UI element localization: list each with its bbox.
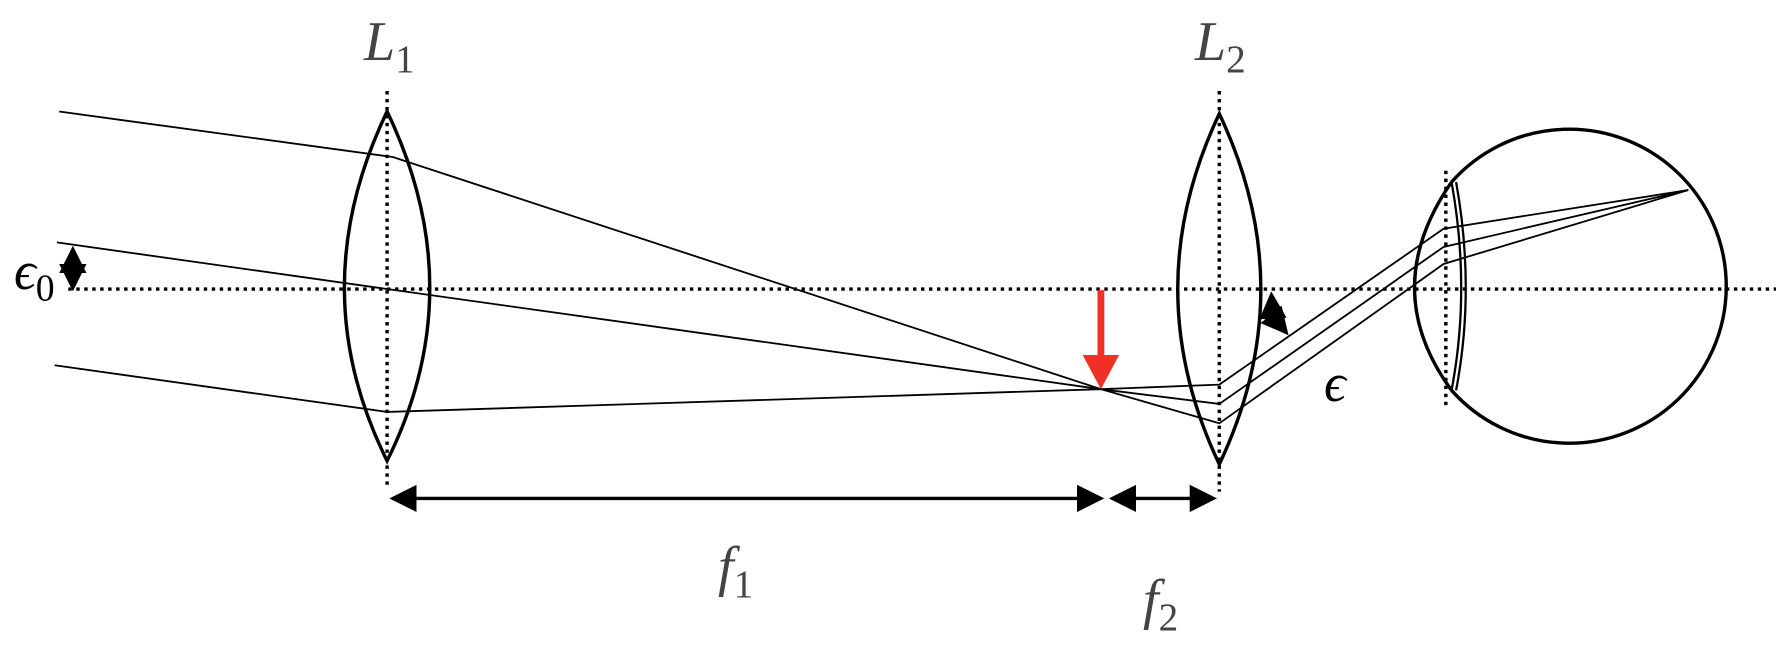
epsilon0-label: ϵ0 [14, 241, 55, 310]
eye-lens-back [1450, 181, 1463, 391]
lens1 [342, 107, 432, 465]
focal1-label: f1 [718, 536, 754, 606]
focal2-label: f2 [1143, 569, 1179, 639]
rays [54, 110, 1689, 425]
lens2 [1176, 109, 1263, 469]
eye-ball [1450, 127, 1728, 445]
epsilon-angle-arrow [1259, 291, 1289, 336]
intermediate-image-arrow [1082, 290, 1120, 390]
ray-middle [56, 189, 1689, 405]
epsilon-label: ϵ [1324, 353, 1346, 413]
ray-top [59, 110, 1689, 425]
eye-cornea [1412, 181, 1453, 392]
lens1-label: L1 [364, 11, 415, 81]
lens2-label: L2 [1195, 11, 1246, 81]
ray-bottom [54, 189, 1689, 413]
